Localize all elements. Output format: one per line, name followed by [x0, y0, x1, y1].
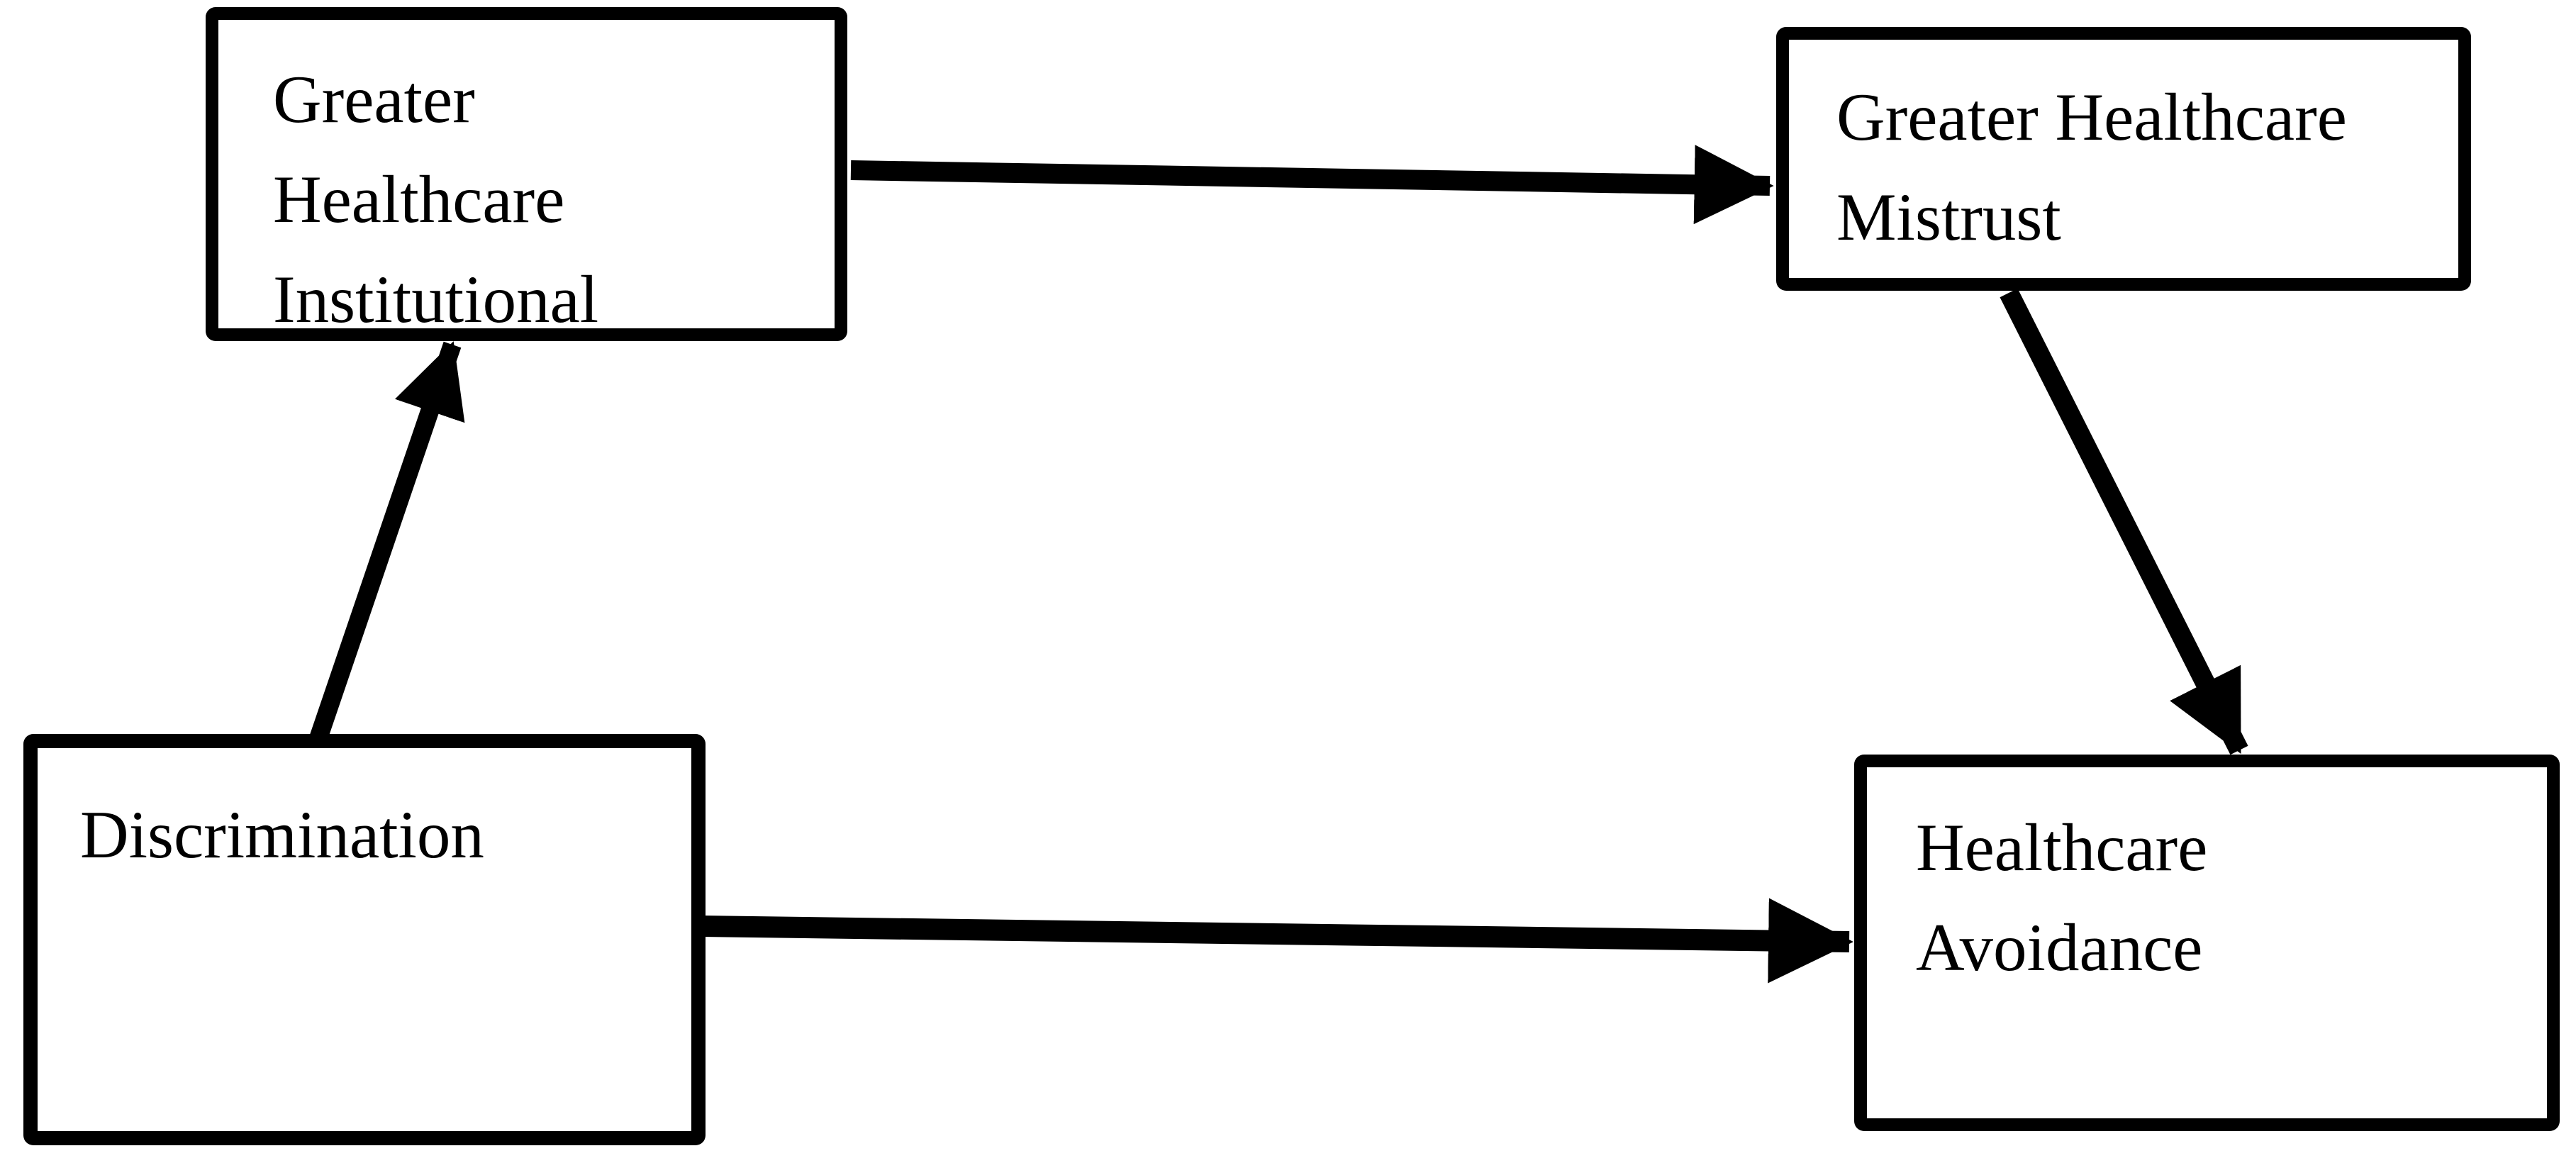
- node-institutional-line-3-clipped: Institutional: [273, 262, 599, 337]
- arrow-institutional-to-mistrust: [850, 145, 1774, 225]
- node-mistrust-word-greater: Greater: [1836, 79, 2039, 155]
- arrow-discrimination-to-institutional: [308, 341, 465, 744]
- node-discrimination-label: Discrimination: [80, 797, 484, 872]
- node-avoidance-line-2: Avoidance: [1916, 910, 2203, 985]
- node-healthcare-avoidance: Healthcare Avoidance: [1854, 755, 2560, 1131]
- node-institutional-line-2: Healthcare: [273, 162, 565, 237]
- arrow-mistrust-to-avoidance: [2000, 288, 2248, 755]
- arrow-discrimination-to-avoidance: [701, 898, 1853, 984]
- node-mistrust-word-healthcare: Healthcare: [2055, 79, 2347, 155]
- node-greater-healthcare-institutional: Greater Healthcare Institutional: [206, 7, 847, 341]
- node-mistrust-line-2: Mistrust: [1836, 179, 2061, 255]
- node-avoidance-line-1: Healthcare: [1916, 810, 2208, 885]
- node-greater-healthcare-mistrust: Greater Healthcare Mistrust: [1776, 27, 2471, 291]
- node-mistrust-line-1: Greater Healthcare: [1836, 67, 2429, 167]
- node-institutional-line-1: Greater: [273, 62, 475, 137]
- node-discrimination: Discrimination: [23, 734, 706, 1145]
